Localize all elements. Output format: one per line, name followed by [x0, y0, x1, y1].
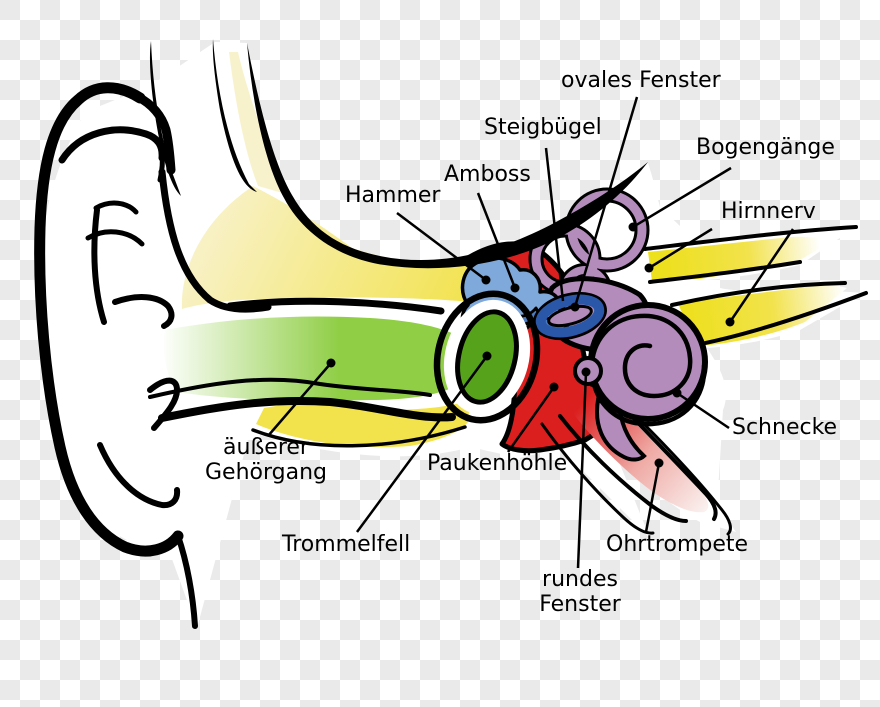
label-trommelfell: Trommelfell [282, 532, 411, 557]
lobe-crease [97, 442, 181, 509]
ear-canal-fill [164, 316, 471, 401]
canal-top-wall [226, 297, 445, 315]
leader-ovales-fenster [570, 96, 639, 312]
leader-bogengaenge [628, 166, 732, 232]
label-aeusserer-gehoergang: äußerer Gehörgang [205, 435, 327, 485]
label-paukenhoehle: Paukenhöhle [427, 451, 568, 476]
head-line-back [212, 39, 257, 192]
label-bogengaenge: Bogengänge [696, 135, 835, 160]
helix-outline [34, 82, 184, 557]
label-steigbuegel: Steigbügel [484, 115, 602, 140]
front-ear-line [158, 168, 272, 313]
concha-arc-1 [93, 200, 139, 215]
jaw-line [175, 533, 198, 629]
nerve-bands [643, 225, 868, 348]
canal-bottom-wall [158, 396, 456, 422]
leader-paukenhoehle [506, 382, 559, 453]
leader-hirnnerv-1 [644, 227, 713, 273]
leader-rundes-fenster [576, 367, 591, 569]
leader-ohrtrompete [644, 458, 664, 533]
label-ovales-fenster: ovales Fenster [561, 68, 721, 93]
bone-mass [181, 186, 470, 309]
helix-hook [133, 92, 176, 175]
leader-lines [267, 96, 795, 569]
label-amboss: Amboss [444, 162, 531, 187]
label-rundes-fenster: rundes Fenster [539, 567, 621, 617]
helix-fold [58, 126, 166, 164]
leader-steigbuegel [544, 147, 565, 302]
label-ohrtrompete: Ohrtrompete [606, 532, 749, 557]
leader-schnecke [672, 388, 730, 430]
concha-arc-3 [91, 207, 107, 325]
leader-gehoergang [267, 358, 336, 437]
cochlea [588, 302, 708, 462]
label-hirnnerv: Hirnnerv [721, 199, 816, 224]
bone-strip-underline [251, 425, 467, 448]
leader-hirnnerv-2 [725, 228, 795, 327]
leader-amboss [476, 192, 520, 293]
leader-trommelfell [355, 351, 492, 533]
tragus-curl [112, 294, 175, 329]
leader-hammer [396, 212, 491, 285]
pinna [34, 82, 272, 629]
label-hammer: Hammer [345, 183, 441, 208]
label-schnecke: Schnecke [732, 415, 838, 440]
